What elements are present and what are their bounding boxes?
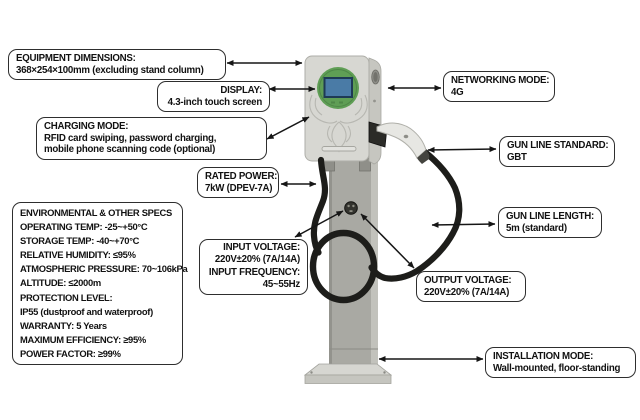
base-plate [303,363,393,384]
spec-line: IP55 (dustproof and waterproof) [20,305,153,317]
callout-value: 4.3-inch touch screen [167,96,263,108]
charger-head-unit [304,55,382,165]
gun-button [403,134,409,139]
callout-display: DISPLAY: 4.3-inch touch screen [157,81,270,113]
callout-installation: INSTALLATION MODE: Wall-mounted, floor-s… [485,347,636,379]
spec-line: MAXIMUM EFFICIENCY: ≥95% [20,333,146,345]
callout-value: 45~55Hz [262,279,301,291]
stand-column [323,157,378,364]
callout-title: DISPLAY: [220,85,262,96]
card-slot [321,146,357,152]
spec-line: PROTECTION LEVEL: [20,291,113,303]
callout-title: INPUT VOLTAGE: [223,242,300,253]
callout-title: NETWORKING MODE: [451,75,550,86]
connector-port [344,201,358,215]
callout-gun-standard: GUN LINE STANDARD: GBT [499,136,615,168]
spec-line: ALTITUDE: ≤2000m [20,277,101,289]
callout-title: RATED POWER: [205,171,278,182]
callout-value: 7kW (DPEV-7A) [205,182,273,194]
arrow-charging-mode [266,116,310,140]
spec-line: STORAGE TEMP: -40~+70°C [20,235,140,247]
spec-line: POWER FACTOR: ≥99% [20,347,121,359]
callout-value: 5m (standard) [506,222,567,234]
callout-gun-length: GUN LINE LENGTH: 5m (standard) [498,207,602,239]
callout-value: RFID card swiping, password charging, [44,132,217,144]
callout-input: INPUT VOLTAGE: 220V±20% (7A/14A) INPUT F… [199,239,308,295]
callout-equipment-dimensions: EQUIPMENT DIMENSIONS: 368×254×100mm (exc… [8,49,226,81]
callout-title: EQUIPMENT DIMENSIONS: [16,53,136,64]
callout-title: GUN LINE LENGTH: [506,211,595,222]
display-screen [323,77,353,98]
callout-output: OUTPUT VOLTAGE: 220V±20% (7A/14A) [416,271,526,303]
spec-line: WARRANTY: 5 Years [20,319,107,331]
callout-value: GBT [507,151,527,163]
environmental-specs-panel: ENVIRONMENTAL & OTHER SPECS OPERATING TE… [12,202,188,366]
charging-gun [368,121,430,164]
callout-value: 368×254×100mm (excluding stand column) [16,64,204,76]
callout-value: mobile phone scanning code (optional) [44,144,216,156]
arrow-output [360,213,415,269]
callout-title: CHARGING MODE: [44,121,129,132]
callout-rated-power: RATED POWER: 7kW (DPEV-7A) [197,167,279,199]
gun-nozzle [417,150,430,164]
specs-title: ENVIRONMENTAL & OTHER SPECS [20,207,172,218]
callout-title: OUTPUT VOLTAGE: [424,275,512,286]
arrow-gun-standard [427,146,497,153]
callout-networking: NETWORKING MODE: 4G [443,71,555,103]
arrow-input [294,210,344,238]
callout-title: GUN LINE STANDARD: [507,140,609,151]
spec-line: RELATIVE HUMIDITY: ≤95% [20,249,136,261]
callout-title: INPUT FREQUENCY: [208,266,300,278]
spec-line: OPERATING TEMP: -25~+50°C [20,221,148,233]
callout-value: 220V±20% (7A/14A) [424,286,510,298]
callout-value: 220V±20% (7A/14A) [214,254,300,266]
spec-line: ATMOSPHERIC PRESSURE: 70~106kPa [20,263,188,275]
callout-value: 4G [451,86,464,98]
callout-arrows [226,60,497,362]
callout-value: Wall-mounted, floor-standing [493,362,621,374]
arrow-gun-length [431,221,496,228]
callout-title: INSTALLATION MODE: [493,351,594,362]
callout-charging-mode: CHARGING MODE: RFID card swiping, passwo… [36,117,267,160]
